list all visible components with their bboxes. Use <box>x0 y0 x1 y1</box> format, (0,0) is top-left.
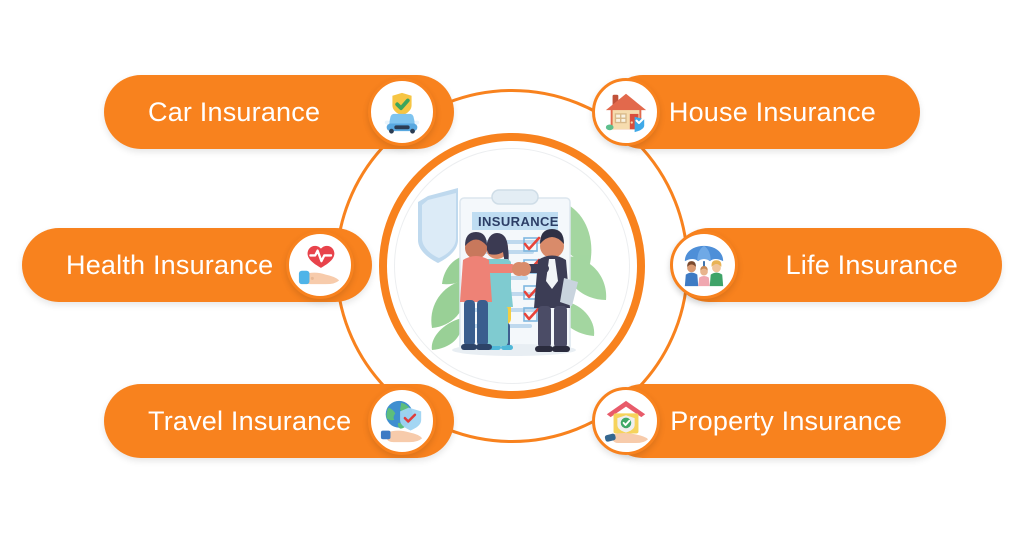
item-label-car: Car Insurance <box>148 96 321 127</box>
item-pill-property[interactable]: Property Insurance <box>606 384 946 458</box>
umbrella-family-icon[interactable] <box>670 231 738 299</box>
hand-heart-pulse-icon[interactable] <box>286 231 354 299</box>
car-shield-icon[interactable] <box>368 78 436 146</box>
item-label-property: Property Insurance <box>670 405 902 436</box>
inner-orange-ring <box>379 133 645 399</box>
hand-house-check-icon[interactable] <box>592 387 660 455</box>
center-illustration: INSURANCE <box>406 160 618 372</box>
house-shield-icon[interactable] <box>592 78 660 146</box>
faint-inner-circle <box>394 148 630 384</box>
hand-globe-shield-icon[interactable] <box>368 387 436 455</box>
item-label-travel: Travel Insurance <box>148 405 352 436</box>
svg-text:INSURANCE: INSURANCE <box>478 214 559 229</box>
item-label-health: Health Insurance <box>66 249 274 280</box>
item-label-house: House Insurance <box>668 96 876 127</box>
item-label-life: Life Insurance <box>785 249 958 280</box>
